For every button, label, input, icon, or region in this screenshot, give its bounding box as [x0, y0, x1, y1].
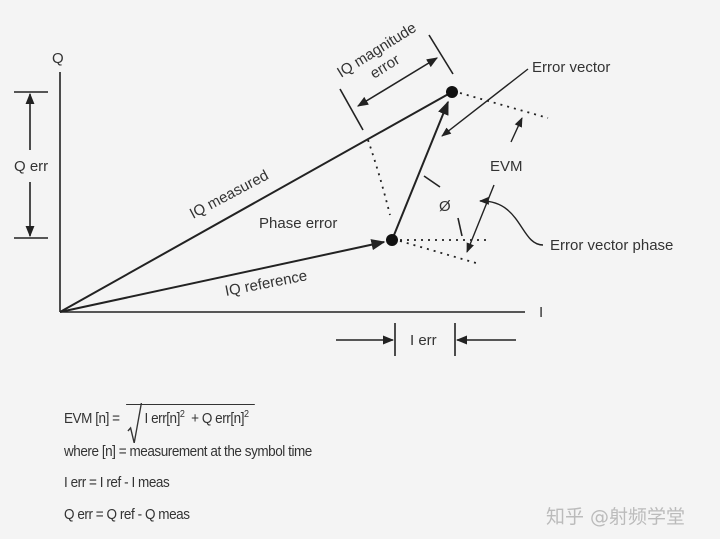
mag-error-tick-left — [339, 88, 364, 131]
exponent: 2 — [244, 409, 249, 420]
sqrt-radical: I err[n]2 + Q err[n]2 — [126, 403, 256, 443]
error-vector-label: Error vector — [532, 59, 610, 76]
error-vector-phase-leader — [479, 196, 544, 246]
phi-arc-top — [423, 175, 441, 188]
q-err-label: Q err — [14, 158, 48, 175]
exponent: 2 — [179, 409, 185, 420]
phase-error-label: Phase error — [259, 215, 337, 232]
mag-error-double-arrow — [357, 57, 438, 107]
watermark: 知乎 @射频学堂 — [546, 506, 686, 528]
phase-error-arc — [367, 139, 391, 216]
evm-label: EVM — [490, 158, 523, 175]
phi-label: Ø — [439, 198, 451, 215]
evm-arrow-up — [510, 117, 523, 143]
where-line: where [n] = measurement at the symbol ti… — [64, 443, 312, 460]
evm-q-err-term: + Q err[n] — [191, 410, 244, 427]
iq-reference-vector — [59, 239, 386, 313]
reference-dotted-ext — [399, 240, 477, 264]
measured-point — [446, 86, 458, 98]
evm-arrow-down — [466, 184, 495, 253]
i-err-formula: I err = I ref - I meas — [64, 474, 170, 491]
i-err-label: I err — [410, 332, 437, 349]
error-vector-phase-label: Error vector phase — [550, 237, 673, 254]
error-vector-arrow — [391, 100, 449, 241]
iq-vector-diagram: Q I Q err I err IQ measured IQ reference… — [14, 19, 673, 356]
measured-dotted-ext — [459, 92, 549, 119]
mag-error-tick-right — [428, 34, 454, 75]
iq-reference-label: IQ reference — [224, 267, 309, 300]
iq-measured-vector — [59, 91, 453, 313]
q-axis-label: Q — [52, 50, 64, 67]
phi-arc-bottom — [457, 217, 463, 237]
i-axis-label: I — [539, 304, 543, 321]
q-err-formula: Q err = Q ref - Q meas — [64, 506, 190, 523]
error-vector-leader — [441, 68, 529, 137]
evm-formula-lhs: EVM [n] = — [64, 410, 120, 427]
reference-point — [386, 234, 398, 246]
evm-i-err-term: I err[n] — [144, 410, 181, 427]
evm-formula: EVM [n] = I err[n]2 + Q err[n]2 — [64, 403, 256, 443]
